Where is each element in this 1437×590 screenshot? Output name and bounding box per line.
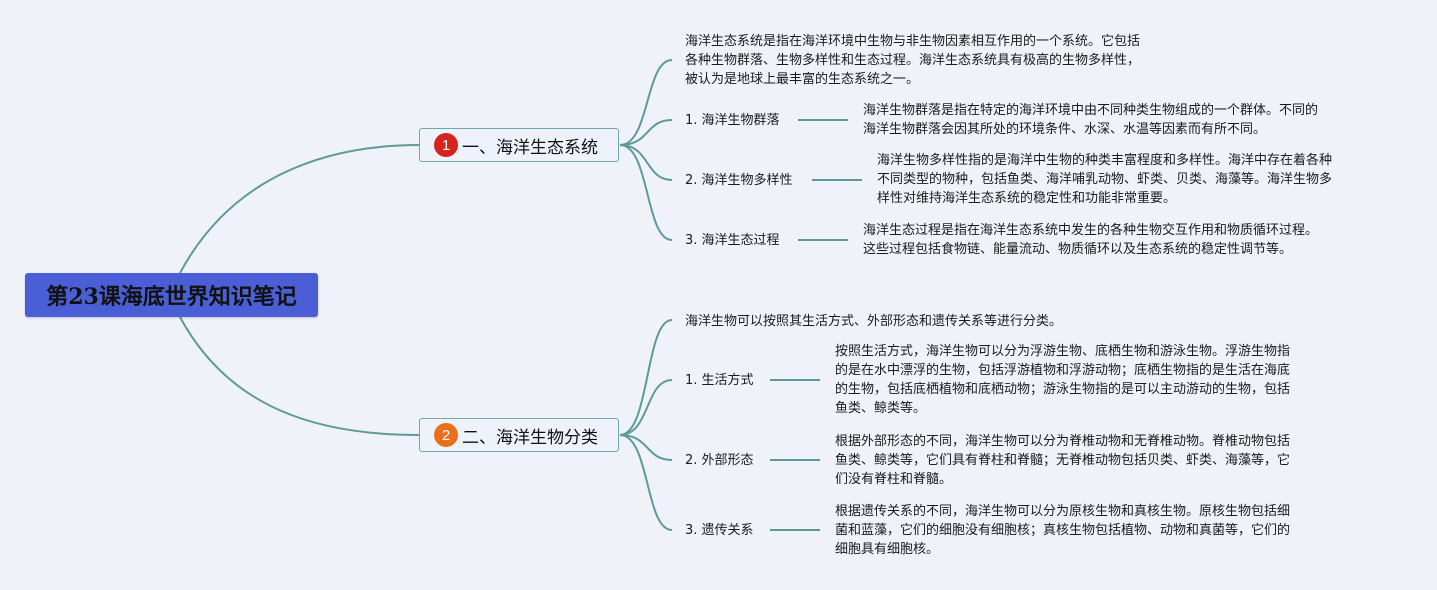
subtopic-lifestyle[interactable]: 1. 生活方式 <box>685 373 754 388</box>
branch-ecosystem[interactable]: 1 一、海洋生态系统 <box>419 128 619 162</box>
branch-intro-2[interactable]: 海洋生物可以按照其生活方式、外部形态和遗传关系等进行分类。 <box>685 312 1062 331</box>
subtopic-process[interactable]: 3. 海洋生态过程 <box>685 233 780 248</box>
number-badge-2: 2 <box>434 423 458 447</box>
connector-branch-2-intro <box>619 319 673 436</box>
desc-biodiversity[interactable]: 海洋生物多样性指的是海洋中生物的种类丰富程度和多样性。海洋中存在着各种 不同类型… <box>877 151 1332 208</box>
intro-line: 各种生物群落、生物多样性和生态过程。海洋生态系统具有极高的生物多样性， <box>685 53 1141 68</box>
desc-line: 海洋生物群落会因其所处的环境条件、水深、水温等因素而有所不同。 <box>863 122 1267 137</box>
branch-label: 一、海洋生态系统 <box>462 137 598 158</box>
desc-line: 根据遗传关系的不同，海洋生物可以分为原核生物和真核生物。原核生物包括细 <box>835 504 1291 519</box>
desc-line: 鱼类、鲸类等。 <box>835 401 927 416</box>
root-topic[interactable]: 第23课海底世界知识笔记 <box>25 273 318 317</box>
subtopic-community[interactable]: 1. 海洋生物群落 <box>685 113 780 128</box>
branch-classification[interactable]: 2 二、海洋生物分类 <box>419 418 619 452</box>
connector-branch-2-child-1 <box>619 379 673 436</box>
root-title: 第23课海底世界知识笔记 <box>46 284 297 310</box>
connector-root-branch-1 <box>179 144 420 274</box>
branch-label: 二、海洋生物分类 <box>462 427 598 448</box>
desc-line: 的是在水中漂浮的生物，包括浮游植物和浮游动物；底栖生物指的是生活在海底 <box>835 363 1291 378</box>
connector-branch-2-child-2 <box>619 434 673 461</box>
desc-line: 的生物，包括底栖植物和底栖动物；游泳生物指的是可以主动游动的生物，包括 <box>835 382 1291 397</box>
desc-lifestyle[interactable]: 按照生活方式，海洋生物可以分为浮游生物、底栖生物和游泳生物。浮游生物指 的是在水… <box>835 342 1290 418</box>
desc-line: 们没有脊柱和脊髓。 <box>835 472 953 487</box>
desc-line: 海洋生物多样性指的是海洋中生物的种类丰富程度和多样性。海洋中存在着各种 <box>877 153 1333 168</box>
desc-community[interactable]: 海洋生物群落是指在特定的海洋环境中由不同种类生物组成的一个群体。不同的 海洋生物… <box>863 101 1318 139</box>
subtopic-morphology[interactable]: 2. 外部形态 <box>685 453 754 468</box>
connector-branch-1-child-3 <box>619 144 673 241</box>
connector-branch-1-child-1 <box>619 119 673 146</box>
desc-line: 按照生活方式，海洋生物可以分为浮游生物、底栖生物和游泳生物。浮游生物指 <box>835 344 1291 359</box>
desc-line: 细胞具有细胞核。 <box>835 542 940 557</box>
desc-line: 根据外部形态的不同，海洋生物可以分为脊椎动物和无脊椎动物。脊椎动物包括 <box>835 434 1291 449</box>
branch-intro-1[interactable]: 海洋生态系统是指在海洋环境中生物与非生物因素相互作用的一个系统。它包括 各种生物… <box>685 32 1140 89</box>
desc-line: 不同类型的物种，包括鱼类、海洋哺乳动物、虾类、贝类、海藻等。海洋生物多 <box>877 172 1333 187</box>
desc-morphology[interactable]: 根据外部形态的不同，海洋生物可以分为脊椎动物和无脊椎动物。脊椎动物包括 鱼类、鲸… <box>835 432 1290 489</box>
subtopic-genetics[interactable]: 3. 遗传关系 <box>685 523 754 538</box>
intro-line: 被认为是地球上最丰富的生态系统之一。 <box>685 72 920 87</box>
intro-line: 海洋生态系统是指在海洋环境中生物与非生物因素相互作用的一个系统。它包括 <box>685 34 1141 49</box>
intro-line: 海洋生物可以按照其生活方式、外部形态和遗传关系等进行分类。 <box>685 314 1063 329</box>
desc-line: 海洋生态过程是指在海洋生态系统中发生的各种生物交互作用和物质循环过程。 <box>863 223 1319 238</box>
subtopic-biodiversity[interactable]: 2. 海洋生物多样性 <box>685 173 793 188</box>
desc-line: 海洋生物群落是指在特定的海洋环境中由不同种类生物组成的一个群体。不同的 <box>863 103 1319 118</box>
number-badge-1: 1 <box>434 133 458 157</box>
connector-branch-1-intro <box>619 59 673 146</box>
desc-line: 样性对维持海洋生态系统的稳定性和功能非常重要。 <box>877 191 1177 206</box>
desc-line: 鱼类、鲸类等，它们具有脊柱和脊髓；无脊椎动物包括贝类、虾类、海藻等，它 <box>835 453 1291 468</box>
desc-genetics[interactable]: 根据遗传关系的不同，海洋生物可以分为原核生物和真核生物。原核生物包括细 菌和蓝藻… <box>835 502 1290 559</box>
desc-line: 菌和蓝藻，它们的细胞没有细胞核；真核生物包括植物、动物和真菌等，它们的 <box>835 523 1291 538</box>
desc-process[interactable]: 海洋生态过程是指在海洋生态系统中发生的各种生物交互作用和物质循环过程。 这些过程… <box>863 221 1318 259</box>
connector-branch-1-child-2 <box>619 144 673 181</box>
desc-line: 这些过程包括食物链、能量流动、物质循环以及生态系统的稳定性调节等。 <box>863 242 1293 257</box>
connector-root-branch-2 <box>179 316 420 436</box>
connector-branch-2-child-3 <box>619 434 673 531</box>
